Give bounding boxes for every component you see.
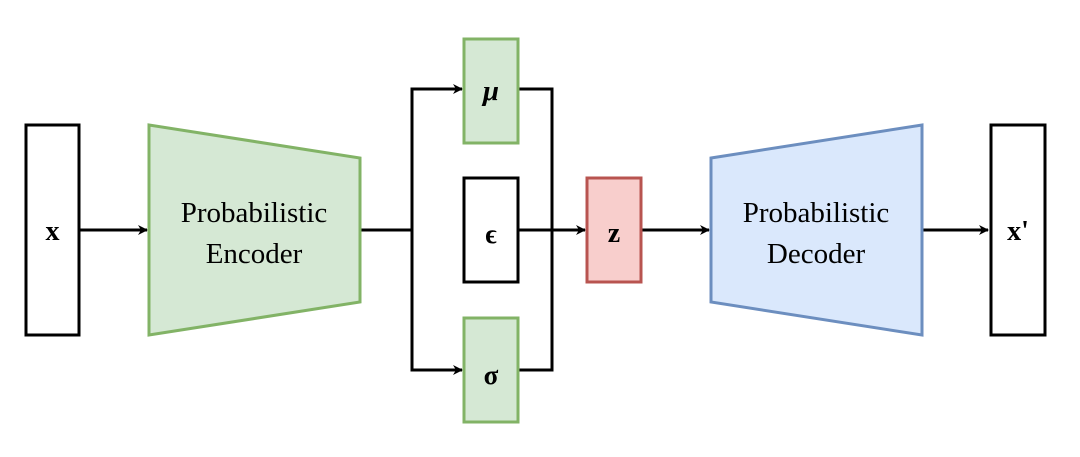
sigma-to-combine-line: [518, 230, 554, 372]
encoder-node: Probabilistic Encoder: [147, 123, 362, 337]
output-label: x': [1007, 216, 1029, 247]
decoder-node: Probabilistic Decoder: [709, 123, 924, 337]
sigma-node: σ: [462, 316, 520, 424]
decoder-label-line2: Decoder: [767, 238, 866, 270]
connectors: [79, 84, 989, 375]
mu-node: μ: [462, 37, 520, 145]
mu-label: μ: [481, 75, 499, 107]
epsilon-box: [462, 176, 520, 284]
input-box: [24, 123, 81, 337]
mu-box: [462, 37, 520, 145]
latent-node: z: [585, 176, 643, 284]
sigma-box: [462, 316, 520, 424]
latent-label: z: [608, 218, 620, 249]
mu-to-combine-line: [518, 87, 554, 230]
encoder-label-line1: Probabilistic: [181, 197, 328, 229]
arrow-to-mu: [410, 84, 463, 230]
output-node: x': [989, 123, 1047, 337]
decoder-shape: [709, 123, 924, 337]
output-box: [989, 123, 1047, 337]
latent-box: [585, 176, 643, 284]
encoder-label-line2: Encoder: [206, 238, 303, 270]
arrow-to-sigma: [410, 230, 463, 375]
encoder-shape: [147, 123, 362, 337]
epsilon-label: ϵ: [485, 219, 497, 249]
input-node: x: [24, 123, 81, 337]
sigma-label: σ: [484, 360, 499, 390]
epsilon-node: ϵ: [462, 176, 520, 284]
input-label: x: [46, 216, 60, 247]
decoder-label-line1: Probabilistic: [743, 197, 890, 229]
